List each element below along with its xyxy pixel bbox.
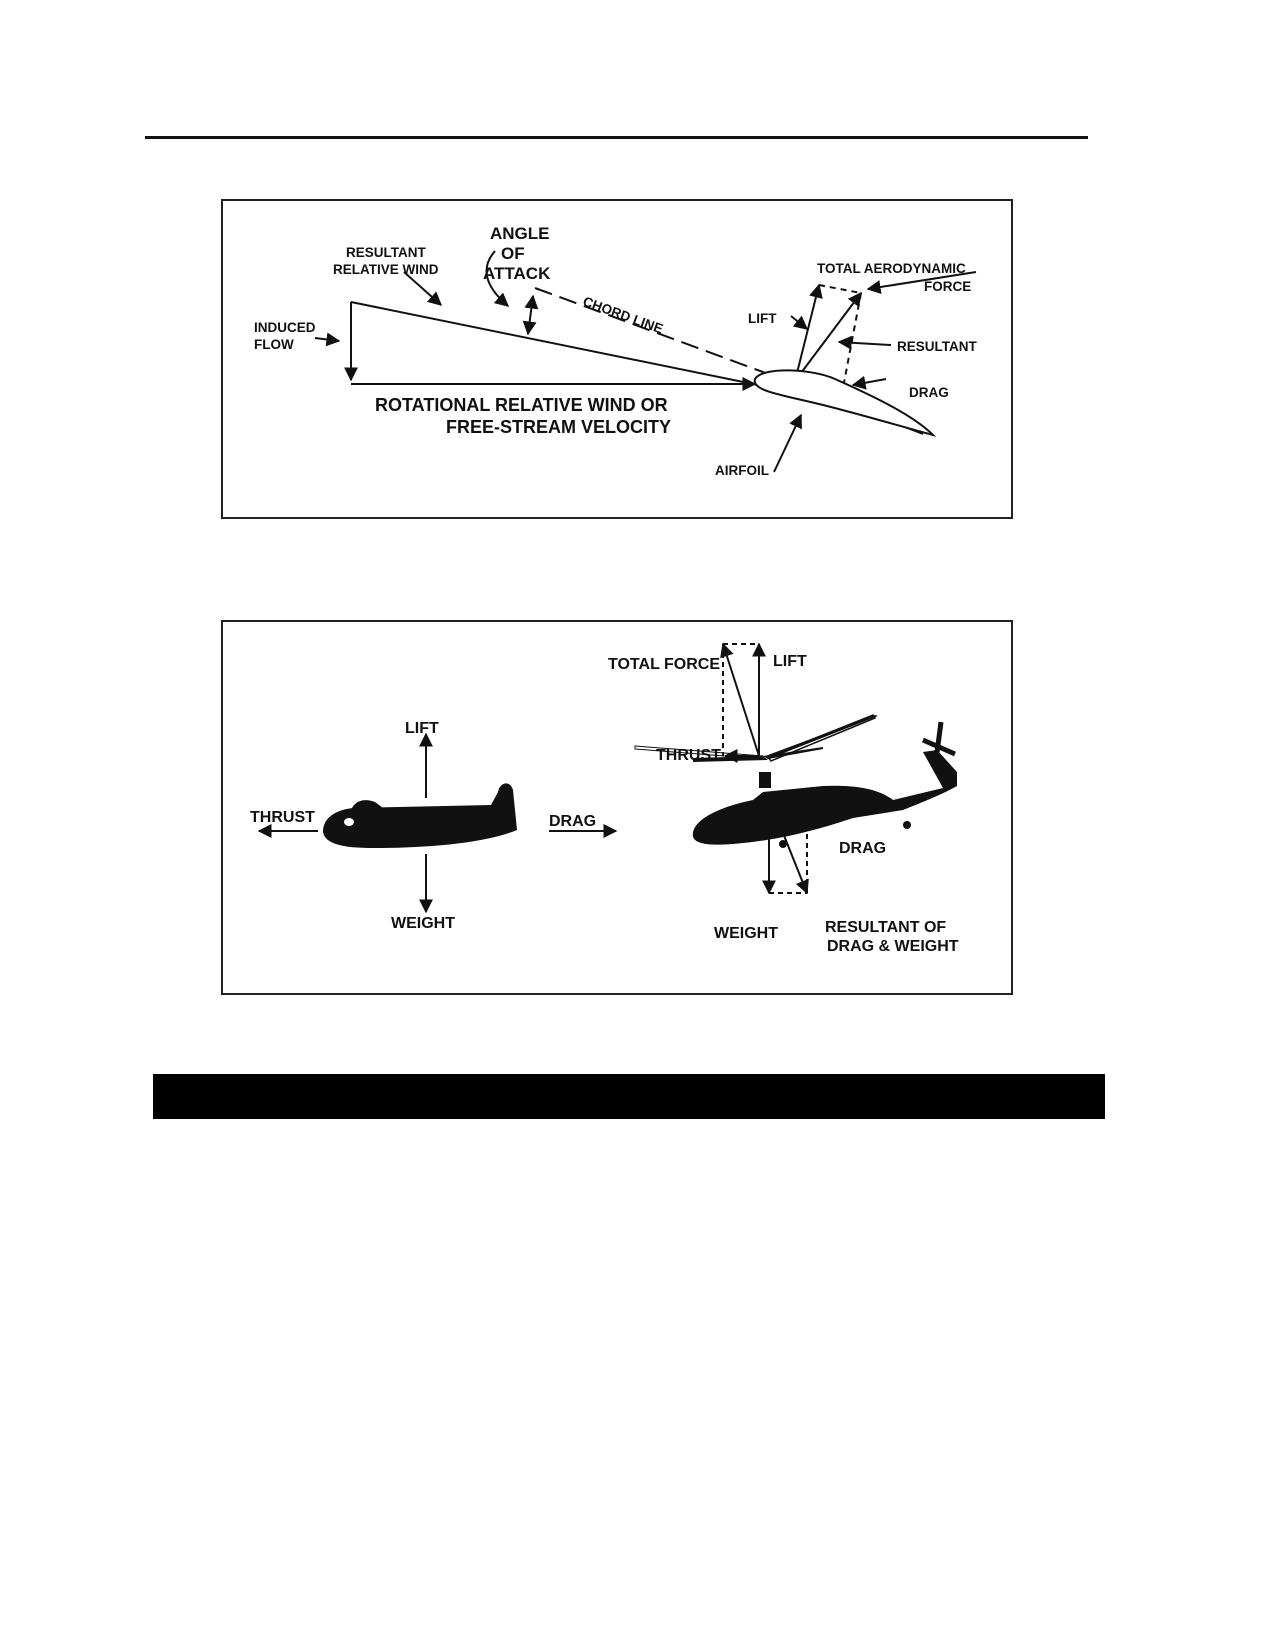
induced-flow-pointer [314,332,341,347]
section-header-bar [153,1074,1105,1119]
lift-pointer [790,315,809,330]
lift-vector [794,283,823,382]
plane-thrust-label: THRUST [250,809,315,826]
resultant-pointer [837,335,892,350]
resultant-relative-wind-label: RESULTANT [346,245,426,260]
aircraft-forces-diagram: LIFT THRUST DRAG WEIGHT TOTAL FORCE LIFT… [250,642,959,955]
angle-label-curved-pointer [485,250,510,307]
force-dashed-top [818,284,862,294]
angle-of-attack-label: ANGLE [490,224,550,243]
heli-thrust-label: THRUST [656,747,721,764]
airfoil-pointer [773,413,802,473]
heli-drag-label: DRAG [839,840,886,857]
force-dashed-right [842,292,862,389]
resultant-label: RESULTANT [897,339,977,354]
heli-resultant-arrow [768,797,809,895]
plane-weight-label: WEIGHT [391,915,455,932]
airfoil-label: AIRFOIL [715,463,769,478]
airplane-cockpit-window [344,818,354,826]
heli-total-force-label: TOTAL FORCE [608,656,720,673]
header-rule [145,136,1088,139]
angle-of-attack-label-attack: ATTACK [483,264,551,283]
total-aerodynamic-force-vector [794,291,862,382]
resultant-relative-wind-line [350,301,759,386]
angle-of-attack-label-of: OF [501,244,525,263]
heli-total-force-arrow [720,642,760,757]
airplane-silhouette [323,783,517,848]
heli-resultant-label: RESULTANT OF [825,919,946,936]
free-stream-velocity-label: FREE-STREAM VELOCITY [446,417,671,437]
resultant-wind-pointer [403,271,443,306]
helicopter-silhouette [692,750,957,845]
chord-line [534,287,764,373]
resultant-relative-wind-label-2: RELATIVE WIND [333,262,439,277]
lift-label: LIFT [748,311,777,326]
aircraft-forces-figure: LIFT THRUST DRAG WEIGHT TOTAL FORCE LIFT… [221,620,1013,995]
total-aerodynamic-force-label: TOTAL AERODYNAMIC [817,261,966,276]
drag-pointer [851,375,887,390]
induced-flow-label-2: FLOW [254,337,294,352]
chord-line-label: CHORD LINE [581,294,665,337]
airfoil-forces-diagram: ANGLE OF ATTACK RESULTANT RELATIVE WIND … [254,224,977,478]
total-aerodynamic-force-label-2: FORCE [924,279,971,294]
airfoil-shape [753,369,937,437]
plane-drag-label: DRAG [549,813,596,830]
rotational-relative-wind-label: ROTATIONAL RELATIVE WIND OR [375,395,668,415]
heli-lift-label: LIFT [773,653,807,670]
helicopter-tail-rotor [921,721,957,769]
induced-flow-label: INDUCED [254,320,316,335]
heli-resultant-label-2: DRAG & WEIGHT [827,938,959,955]
heli-drag-pointer [811,803,834,817]
total-force-pointer [866,271,977,294]
heli-weight-label: WEIGHT [714,925,778,942]
angle-of-attack-arrow [522,294,539,336]
airfoil-forces-figure: ANGLE OF ATTACK RESULTANT RELATIVE WIND … [221,199,1013,519]
helicopter-landing-gear [779,821,911,848]
plane-lift-label: LIFT [405,720,439,737]
drag-label: DRAG [909,385,949,400]
